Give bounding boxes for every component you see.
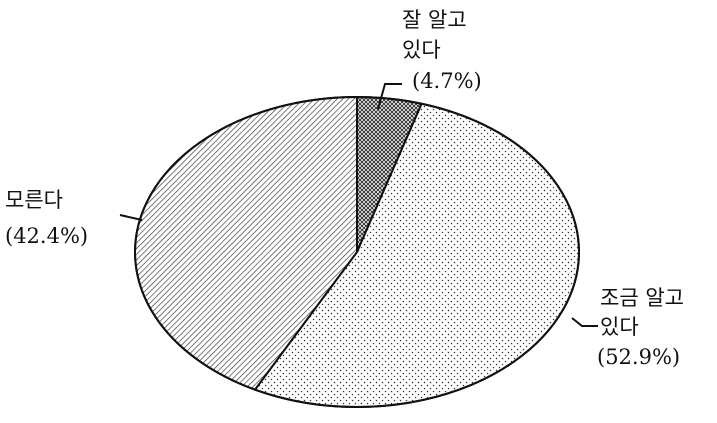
slice-percent-unknown: (42.4%): [5, 224, 88, 248]
leader-line-unknown: [119, 214, 143, 221]
slice-label-unknown: 모른다: [5, 188, 63, 212]
slice-percent-well-known: (4.7%): [412, 69, 482, 93]
slice-label-somewhat-known: 있다: [600, 315, 639, 339]
pie-outline: [134, 96, 580, 408]
slice-label-well-known: 잘 알고: [402, 8, 467, 32]
slice-label-somewhat-known: 조금 알고: [600, 286, 684, 310]
slice-percent-somewhat-known: (52.9%): [597, 345, 680, 369]
slice-label-well-known: 있다: [402, 38, 441, 62]
leader-line-somewhat-known: [571, 317, 598, 327]
leader-line-well-known: [377, 83, 402, 110]
